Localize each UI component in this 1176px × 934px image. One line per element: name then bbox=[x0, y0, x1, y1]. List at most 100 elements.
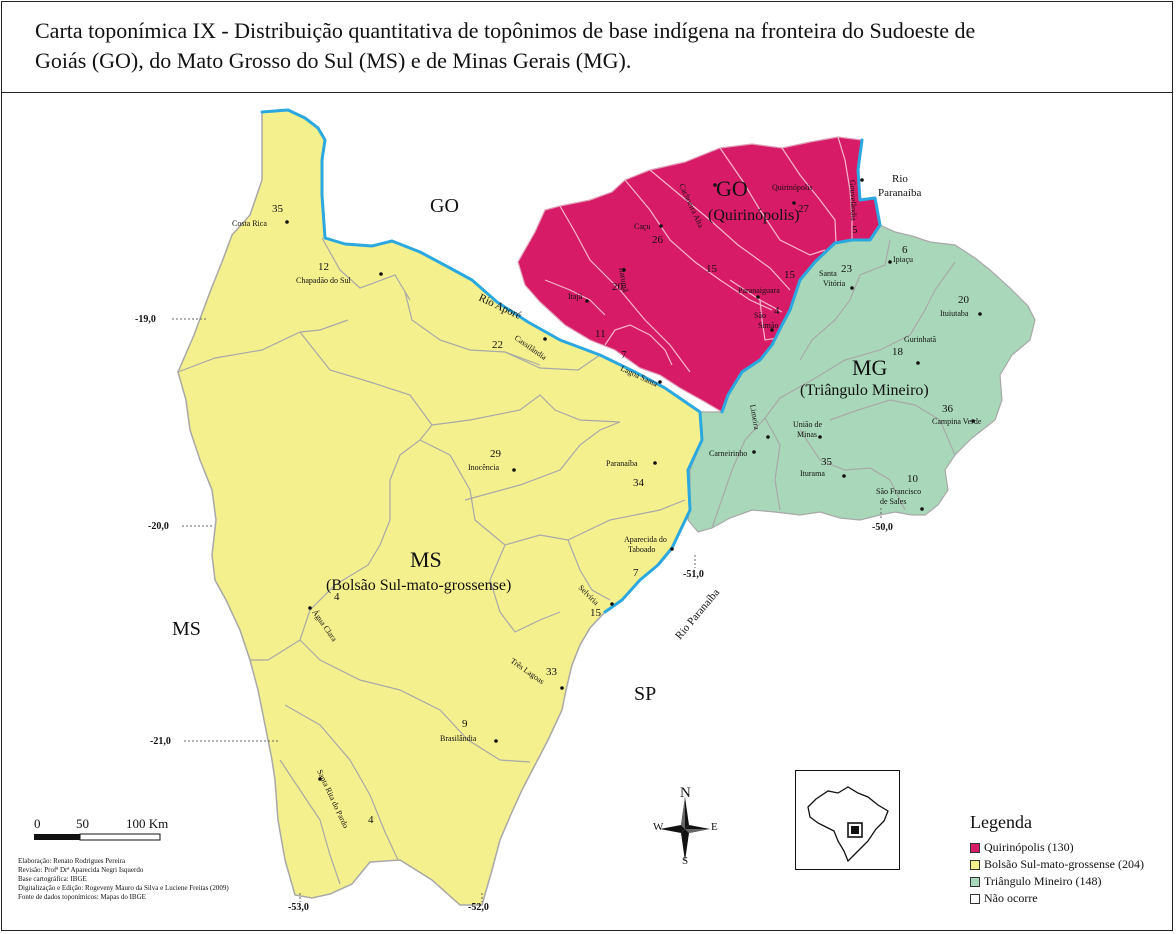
credits: Elaboração: Renato Rodrigues Pereira Rev… bbox=[18, 857, 229, 902]
municipality-seat-dot bbox=[978, 312, 982, 316]
municipality-name: Ituiutaba bbox=[940, 309, 969, 318]
municipality-name: Caçu bbox=[634, 222, 650, 231]
municipality-name: Itarumã bbox=[617, 267, 630, 294]
municipality-count: 4 bbox=[334, 591, 340, 603]
map-title-line-2: Goiás (GO), do Mato Grosso do Sul (MS) e… bbox=[35, 48, 632, 73]
municipality-seat-dot bbox=[658, 380, 662, 384]
municipality-seat-dot bbox=[653, 461, 657, 465]
map-title-line-1: Carta toponímica IX - Distribuição quant… bbox=[35, 18, 976, 43]
legend-title: Legenda bbox=[970, 812, 1032, 832]
municipality-name: Paranaiguara bbox=[738, 286, 780, 295]
municipality-count: 4 bbox=[774, 305, 780, 317]
region-label-go: GO bbox=[716, 176, 748, 201]
municipality-count: 29 bbox=[490, 448, 502, 460]
municipality-name: São Francisco bbox=[876, 487, 921, 496]
municipality-count: 33 bbox=[546, 666, 558, 678]
legend-label: Não ocorre bbox=[984, 891, 1038, 905]
municipality-name: Santa bbox=[819, 269, 837, 278]
go-internal-boundaries bbox=[544, 136, 853, 373]
municipality-seat-dot bbox=[818, 435, 822, 439]
compass-rose-icon bbox=[660, 797, 710, 861]
municipality-name: São bbox=[754, 311, 766, 320]
municipality-count: 22 bbox=[492, 339, 503, 351]
credit-line: Base cartográfica: IBGE bbox=[18, 875, 87, 883]
municipality-name: Itajá bbox=[568, 292, 583, 301]
municipality-seat-dot bbox=[308, 606, 312, 610]
scale-label-50: 50 bbox=[76, 816, 89, 831]
legend-label: Bolsão Sul-mato-grossense (204) bbox=[984, 857, 1144, 871]
municipality-seat-dot bbox=[920, 507, 924, 511]
credit-line: Digitalização e Edição: Rogeveny Mauro d… bbox=[18, 884, 229, 892]
municipality-seat-dot bbox=[659, 224, 663, 228]
municipality-seat-dot bbox=[670, 547, 674, 551]
coordinate-label: -53,0 bbox=[288, 902, 309, 913]
municipality-seat-dot bbox=[850, 286, 854, 290]
municipality-seat-dot bbox=[766, 435, 770, 439]
municipality-count: 20 bbox=[612, 281, 624, 293]
municipality-count: 26 bbox=[652, 234, 664, 246]
compass-s: S bbox=[682, 855, 689, 867]
municipality-name: Gurinhatã bbox=[904, 335, 936, 344]
coordinate-label: -20,0 bbox=[148, 521, 169, 532]
municipality-name: Simão bbox=[758, 321, 778, 330]
river-label-paranaiba-2: Paranaíba bbox=[878, 187, 921, 199]
region-label-ms-name: (Bolsão Sul-mato-grossense) bbox=[326, 577, 511, 594]
municipality-seat-dot bbox=[543, 337, 547, 341]
municipality-count: 20 bbox=[958, 294, 970, 306]
coordinate-label: -19,0 bbox=[135, 314, 156, 325]
municipality-seat-dot bbox=[860, 178, 864, 182]
municipality-seat-dot bbox=[842, 474, 846, 478]
river-apore bbox=[260, 108, 704, 614]
municipality-name: União de bbox=[793, 420, 823, 429]
rivers bbox=[260, 108, 882, 614]
municipality-seat-dot bbox=[494, 739, 498, 743]
scale-label-0: 0 bbox=[34, 816, 41, 831]
municipality-name: Quirinópolis bbox=[772, 183, 812, 192]
municipality-seat-dot bbox=[585, 299, 589, 303]
municipality-count: 6 bbox=[902, 244, 908, 256]
municipality-seat-dot bbox=[752, 450, 756, 454]
municipality-seat-dot bbox=[622, 268, 626, 272]
municipality-seat-dot bbox=[792, 201, 796, 205]
municipal-boundaries bbox=[177, 237, 956, 885]
legend-label: Triângulo Mineiro (148) bbox=[984, 874, 1102, 888]
legend-item-nao-ocorre: Não ocorre bbox=[970, 891, 1038, 906]
municipality-count: 27 bbox=[798, 203, 810, 215]
coordinate-label: -51,0 bbox=[683, 569, 704, 580]
municipality-name: Paranaíba bbox=[606, 459, 638, 468]
municipality-count: 7 bbox=[621, 349, 627, 361]
region-label-go-name: (Quirinópolis) bbox=[708, 207, 800, 224]
legend-label: Quirinópolis (130) bbox=[984, 840, 1074, 854]
municipality-name: Aparecida do bbox=[624, 535, 667, 544]
municipality-name: Ipiaçu bbox=[893, 255, 913, 264]
compass-e: E bbox=[711, 821, 718, 833]
compass-w: W bbox=[653, 821, 664, 833]
state-label-ms: MS bbox=[172, 618, 201, 640]
river-label-paranaiba-1: Rio bbox=[892, 173, 908, 185]
municipality-seat-dot bbox=[285, 220, 289, 224]
municipality-name: Taboado bbox=[628, 545, 655, 554]
municipality-seat-dot bbox=[756, 295, 760, 299]
title-box: Carta toponímica IX - Distribuição quant… bbox=[1, 1, 1173, 93]
municipality-count: 36 bbox=[942, 403, 954, 415]
municipality-count: 23 bbox=[841, 263, 853, 275]
municipality-count: 35 bbox=[821, 456, 833, 468]
municipality-name: Minas bbox=[797, 430, 817, 439]
scale-segment-light bbox=[79, 833, 161, 841]
scale-segment-dark bbox=[34, 834, 80, 840]
municipality-count: 5 bbox=[852, 224, 858, 236]
municipality-name: Costa Rica bbox=[232, 219, 267, 228]
municipality-name: Chapadão do Sul bbox=[296, 276, 351, 285]
municipality-seat-dot bbox=[610, 602, 614, 606]
river-label-paranaiba-bottom: Rio Paranaíba bbox=[673, 587, 722, 642]
region-label-mg-name: (Triângulo Mineiro) bbox=[800, 382, 929, 399]
legend-swatch bbox=[970, 842, 980, 853]
credit-line: Fonte de dados toponímicos: Mapas do IBG… bbox=[18, 893, 146, 901]
scale-bar bbox=[34, 833, 161, 841]
legend-swatch bbox=[970, 859, 980, 870]
municipality-name: Vitória bbox=[823, 279, 846, 288]
coordinate-label: -52,0 bbox=[468, 902, 489, 913]
municipality-name: Gouvelândia bbox=[848, 180, 858, 222]
municipality-count: 12 bbox=[318, 261, 329, 273]
municipality-name: Iturama bbox=[800, 469, 825, 478]
